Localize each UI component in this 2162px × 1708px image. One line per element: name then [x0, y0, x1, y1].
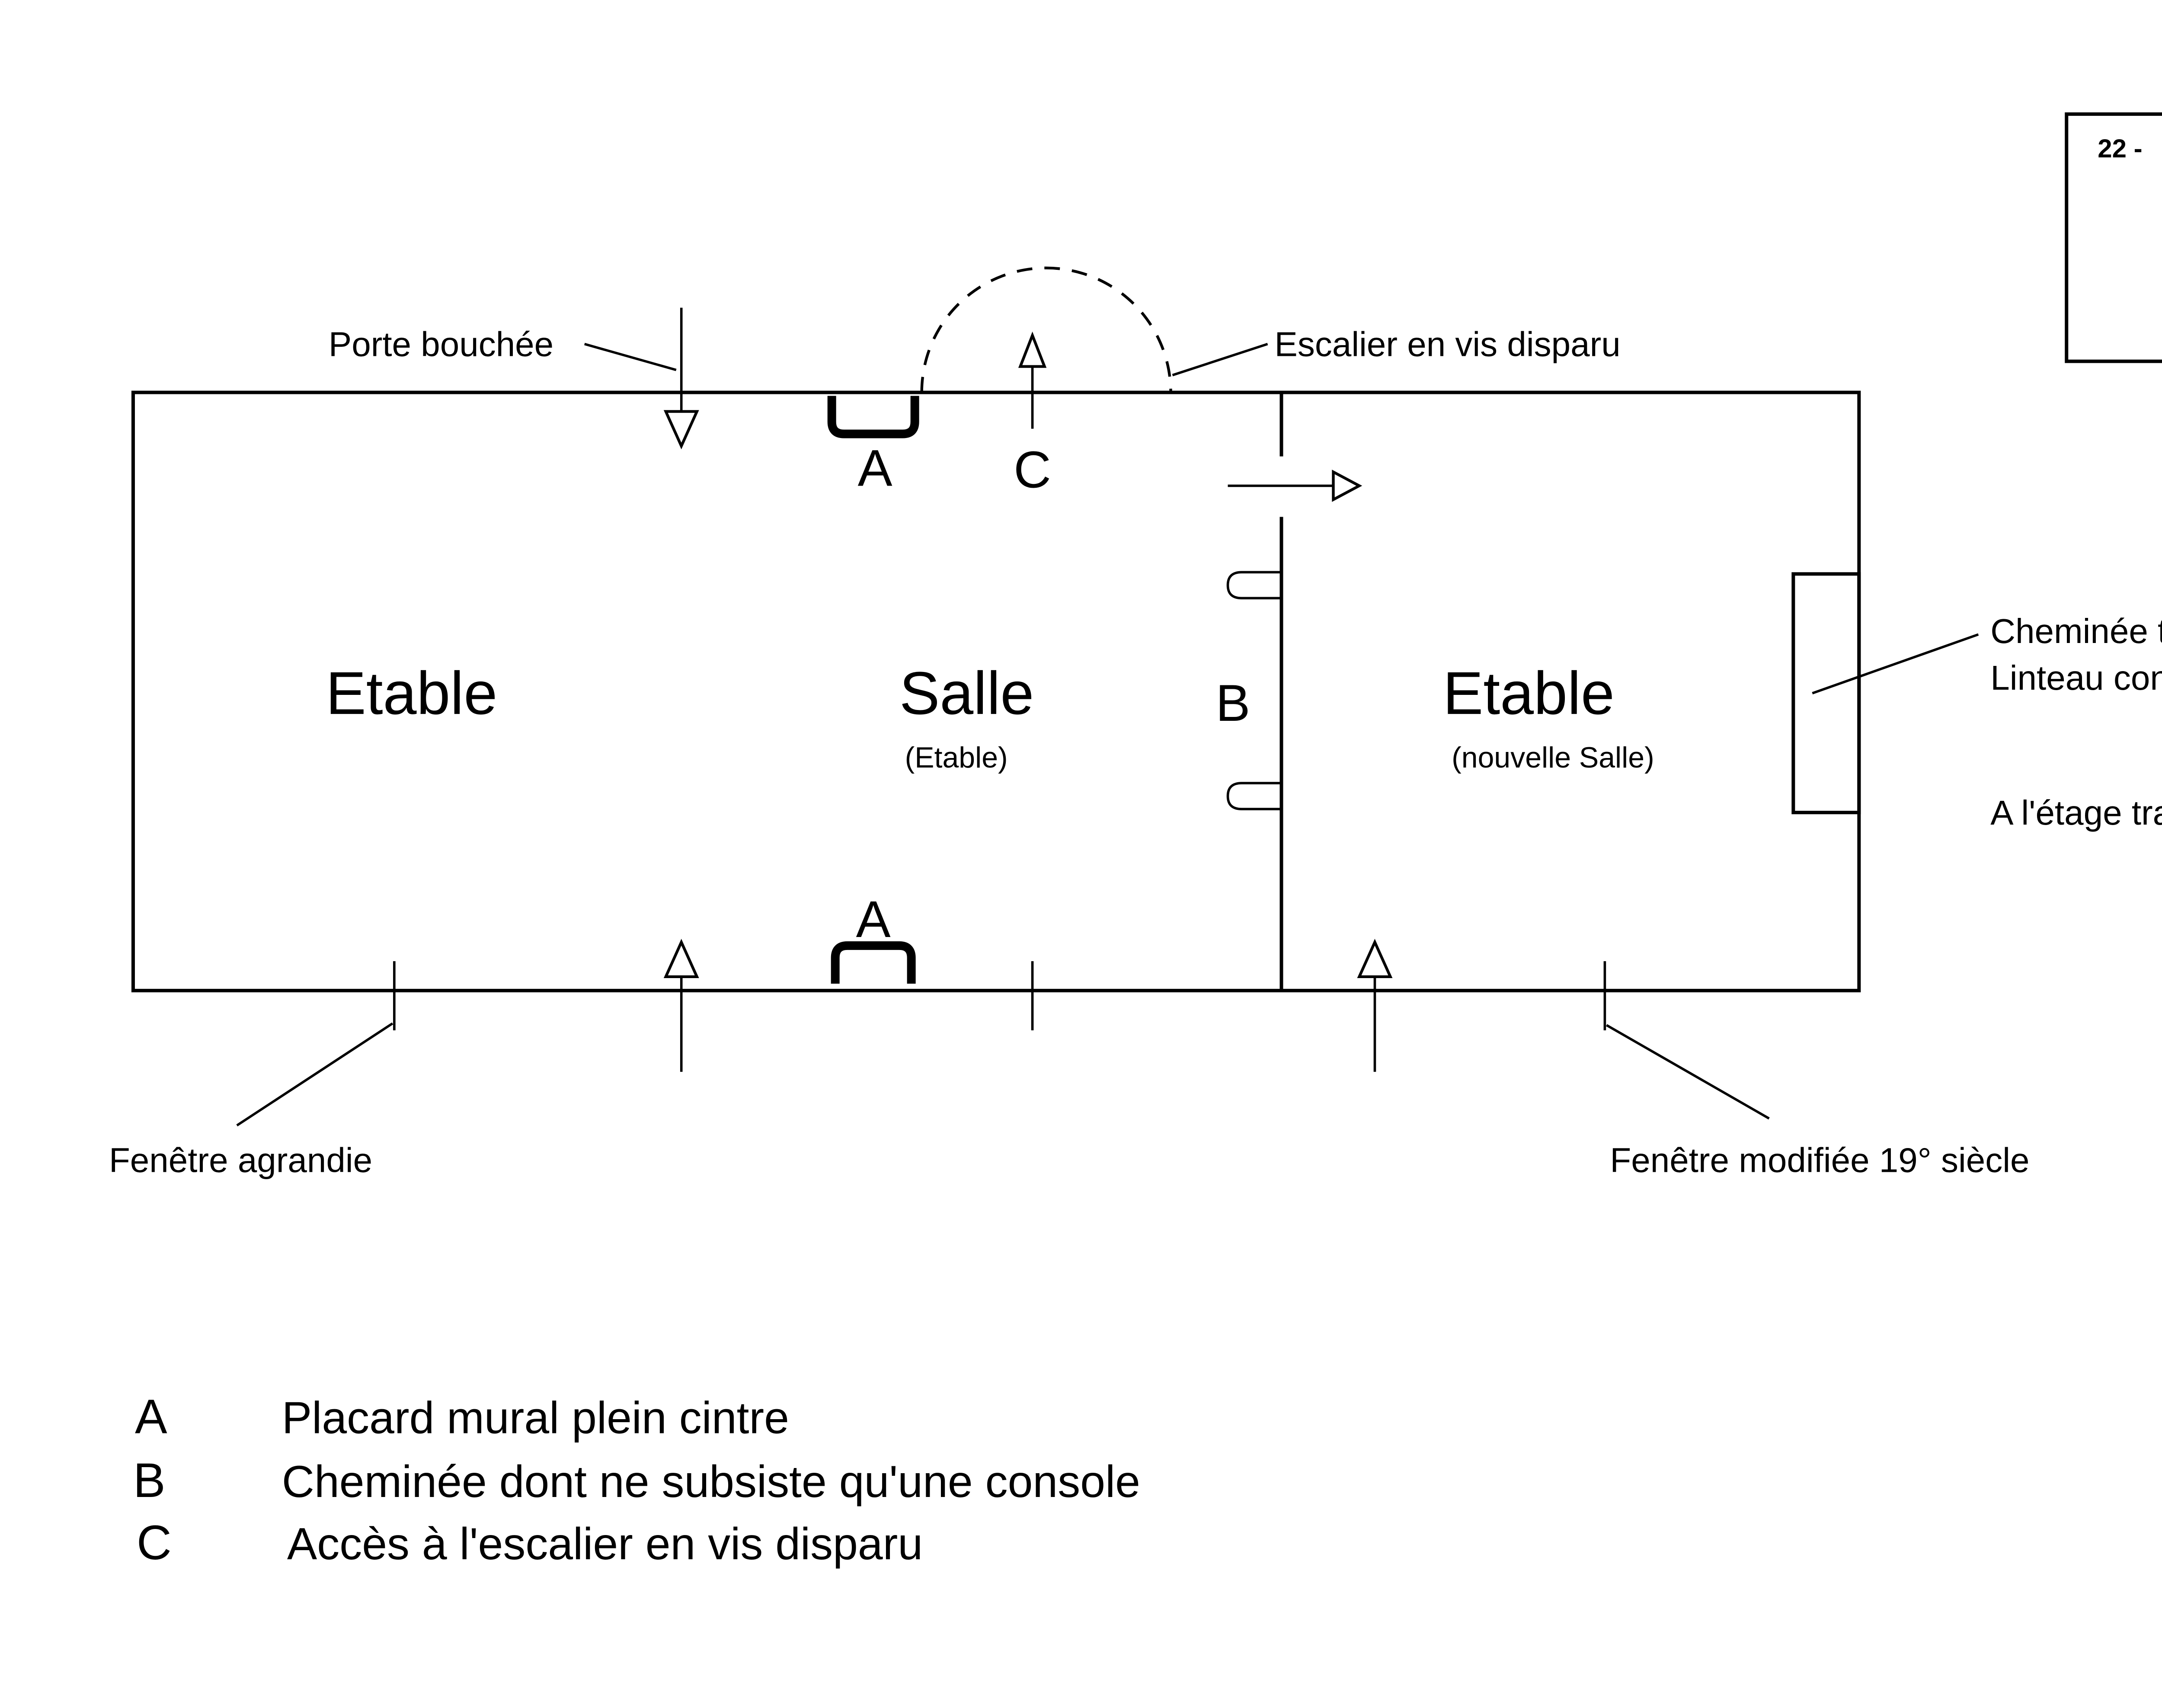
- annotation-fenetre-agrandie-text: Fenêtre agrandie: [109, 1141, 372, 1180]
- door-symbol-bottom-left: [663, 939, 699, 1072]
- legend-label-b: Cheminée dont ne subsiste qu'une console: [282, 1457, 1140, 1507]
- annotation-fenetre-agrandie: Fenêtre agrandie: [109, 1022, 393, 1180]
- annotation-fenetre-modifiee: Fenêtre modifiée 19° siècle: [1606, 1024, 2029, 1180]
- door-bottom-left-arrowhead-icon: [663, 939, 699, 979]
- marker-a-bottom: A: [856, 890, 891, 948]
- marker-c: C: [1014, 441, 1051, 499]
- room-label-salle: Salle: [899, 659, 1034, 727]
- legend-key-a: A: [135, 1389, 167, 1443]
- legend-row-a: A Placard mural plein cintre: [135, 1389, 789, 1443]
- legend: A Placard mural plein cintre B Cheminée …: [133, 1389, 1140, 1570]
- annotation-escalier-leader: [1172, 342, 1268, 377]
- marker-a-top: A: [858, 439, 892, 497]
- room-sublabel-salle: (Etable): [905, 741, 1008, 774]
- annotation-cheminee-leader: [1812, 633, 1979, 694]
- annotation-escalier: Escalier en vis disparu: [1172, 325, 1621, 377]
- annotation-fenetre-agrandie-leader: [236, 1022, 393, 1127]
- legend-key-c: C: [137, 1516, 172, 1570]
- cupboard-symbol-top: A: [827, 396, 919, 497]
- doorway-arrow-symbol: [1228, 470, 1362, 502]
- room-sublabel-etable-droite: (nouvelle Salle): [1452, 741, 1654, 774]
- annotation-porte-bouchee-text: Porte bouchée: [329, 325, 553, 364]
- annotation-etage-text: A l'étage trace de cheminée disparue: [1990, 793, 2162, 832]
- cupboard-bracket-bottom: [831, 941, 916, 984]
- console-upper: [1226, 571, 1282, 600]
- annotation-porte-bouchee: Porte bouchée: [329, 325, 677, 371]
- cupboard-bracket-top: [827, 396, 919, 438]
- blocked-door-symbol: [663, 307, 699, 450]
- chimney-block: [1791, 572, 1861, 815]
- chimney-console-symbols: B: [1216, 571, 1282, 810]
- annotation-cheminee-line1: Cheminée tardive.: [1990, 612, 2162, 650]
- legend-row-c: C Accès à l'escalier en vis disparu: [137, 1516, 923, 1570]
- cupboard-symbol-bottom: A: [831, 890, 916, 984]
- title-block-frame: [2065, 112, 2162, 363]
- annotation-porte-bouchee-leader: [584, 342, 677, 371]
- spiral-stair-footprint: [920, 266, 1172, 393]
- annotation-fenetre-modifiee-leader: [1606, 1024, 1770, 1120]
- room-label-etable-droite: Etable: [1443, 659, 1615, 727]
- annotation-etage: A l'étage trace de cheminée disparue: [1990, 793, 2162, 832]
- door-symbol-bottom-right: [1357, 939, 1393, 1072]
- annotation-cheminee: Cheminée tardive. Linteau console 1/4 de…: [1812, 612, 2162, 697]
- room-label-etable-gauche: Etable: [326, 659, 497, 727]
- legend-row-b: B Cheminée dont ne subsiste qu'une conso…: [133, 1453, 1140, 1507]
- annotation-escalier-text: Escalier en vis disparu: [1275, 325, 1621, 364]
- doorway-arrowhead-icon: [1332, 470, 1362, 502]
- stair-access-symbol: C: [1014, 331, 1051, 499]
- console-lower: [1226, 782, 1282, 810]
- annotation-cheminee-line2: Linteau console 1/4 de rond en bois: [1990, 659, 2162, 697]
- marker-b: B: [1216, 674, 1251, 732]
- title-block: 22 - MELLIONNEC Le Venec Ferme Plan au s…: [2065, 112, 2162, 363]
- legend-label-c: Accès à l'escalier en vis disparu: [287, 1519, 923, 1569]
- stair-access-arrowhead-icon: [1018, 331, 1047, 368]
- legend-label-a: Placard mural plein cintre: [282, 1393, 789, 1443]
- legend-key-b: B: [133, 1453, 166, 1507]
- annotation-fenetre-modifiee-text: Fenêtre modifiée 19° siècle: [1610, 1141, 2029, 1180]
- room-labels: Etable Salle (Etable) Etable (nouvelle S…: [326, 659, 1654, 774]
- door-bottom-right-arrowhead-icon: [1357, 939, 1393, 979]
- blocked-door-arrowhead-icon: [663, 410, 699, 450]
- title-block-code: 22 -: [2098, 134, 2142, 163]
- spiral-stair-dashed-arc: [920, 266, 1172, 393]
